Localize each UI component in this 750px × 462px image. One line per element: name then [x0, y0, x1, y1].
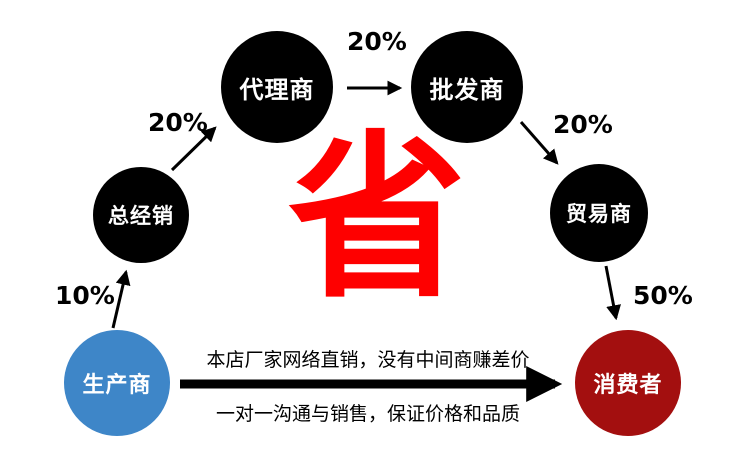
arrow-distributor-to-agent: [170, 126, 217, 172]
node-consumer: 消费者: [575, 330, 681, 436]
arrow-trader-to-consumer: [604, 265, 621, 321]
node-distributor-label: 总经销: [108, 204, 174, 228]
node-agent-label: 代理商: [239, 75, 315, 104]
node-agent: 代理商: [221, 31, 333, 143]
node-wholesaler: 批发商: [411, 31, 523, 143]
percent-producer-distributor: 10%: [55, 281, 115, 310]
node-distributor: 总经销: [93, 167, 189, 263]
node-producer-label: 生产商: [82, 373, 152, 398]
direct-sale-caption-line2: 一对一沟通与销售，保证价格和品质: [215, 403, 521, 425]
node-consumer-label: 消费者: [593, 373, 663, 398]
node-wholesaler-label: 批发商: [429, 75, 505, 104]
direct-sale-caption-line1: 本店厂家网络直销，没有中间商赚差价: [206, 349, 530, 371]
node-trader: 贸易商: [550, 164, 648, 262]
arrow-producer-to-distributor: [111, 269, 131, 329]
arrow-wholesaler-to-trader: [519, 121, 559, 165]
node-trader-label: 贸易商: [566, 202, 632, 226]
percent-distributor-agent: 20%: [148, 108, 208, 137]
percent-trader-consumer: 50%: [633, 281, 693, 310]
percent-agent-wholesaler: 20%: [347, 27, 407, 56]
save-character: 省: [288, 115, 466, 322]
percent-wholesaler-trader: 20%: [553, 110, 613, 139]
node-producer: 生产商: [64, 330, 170, 436]
